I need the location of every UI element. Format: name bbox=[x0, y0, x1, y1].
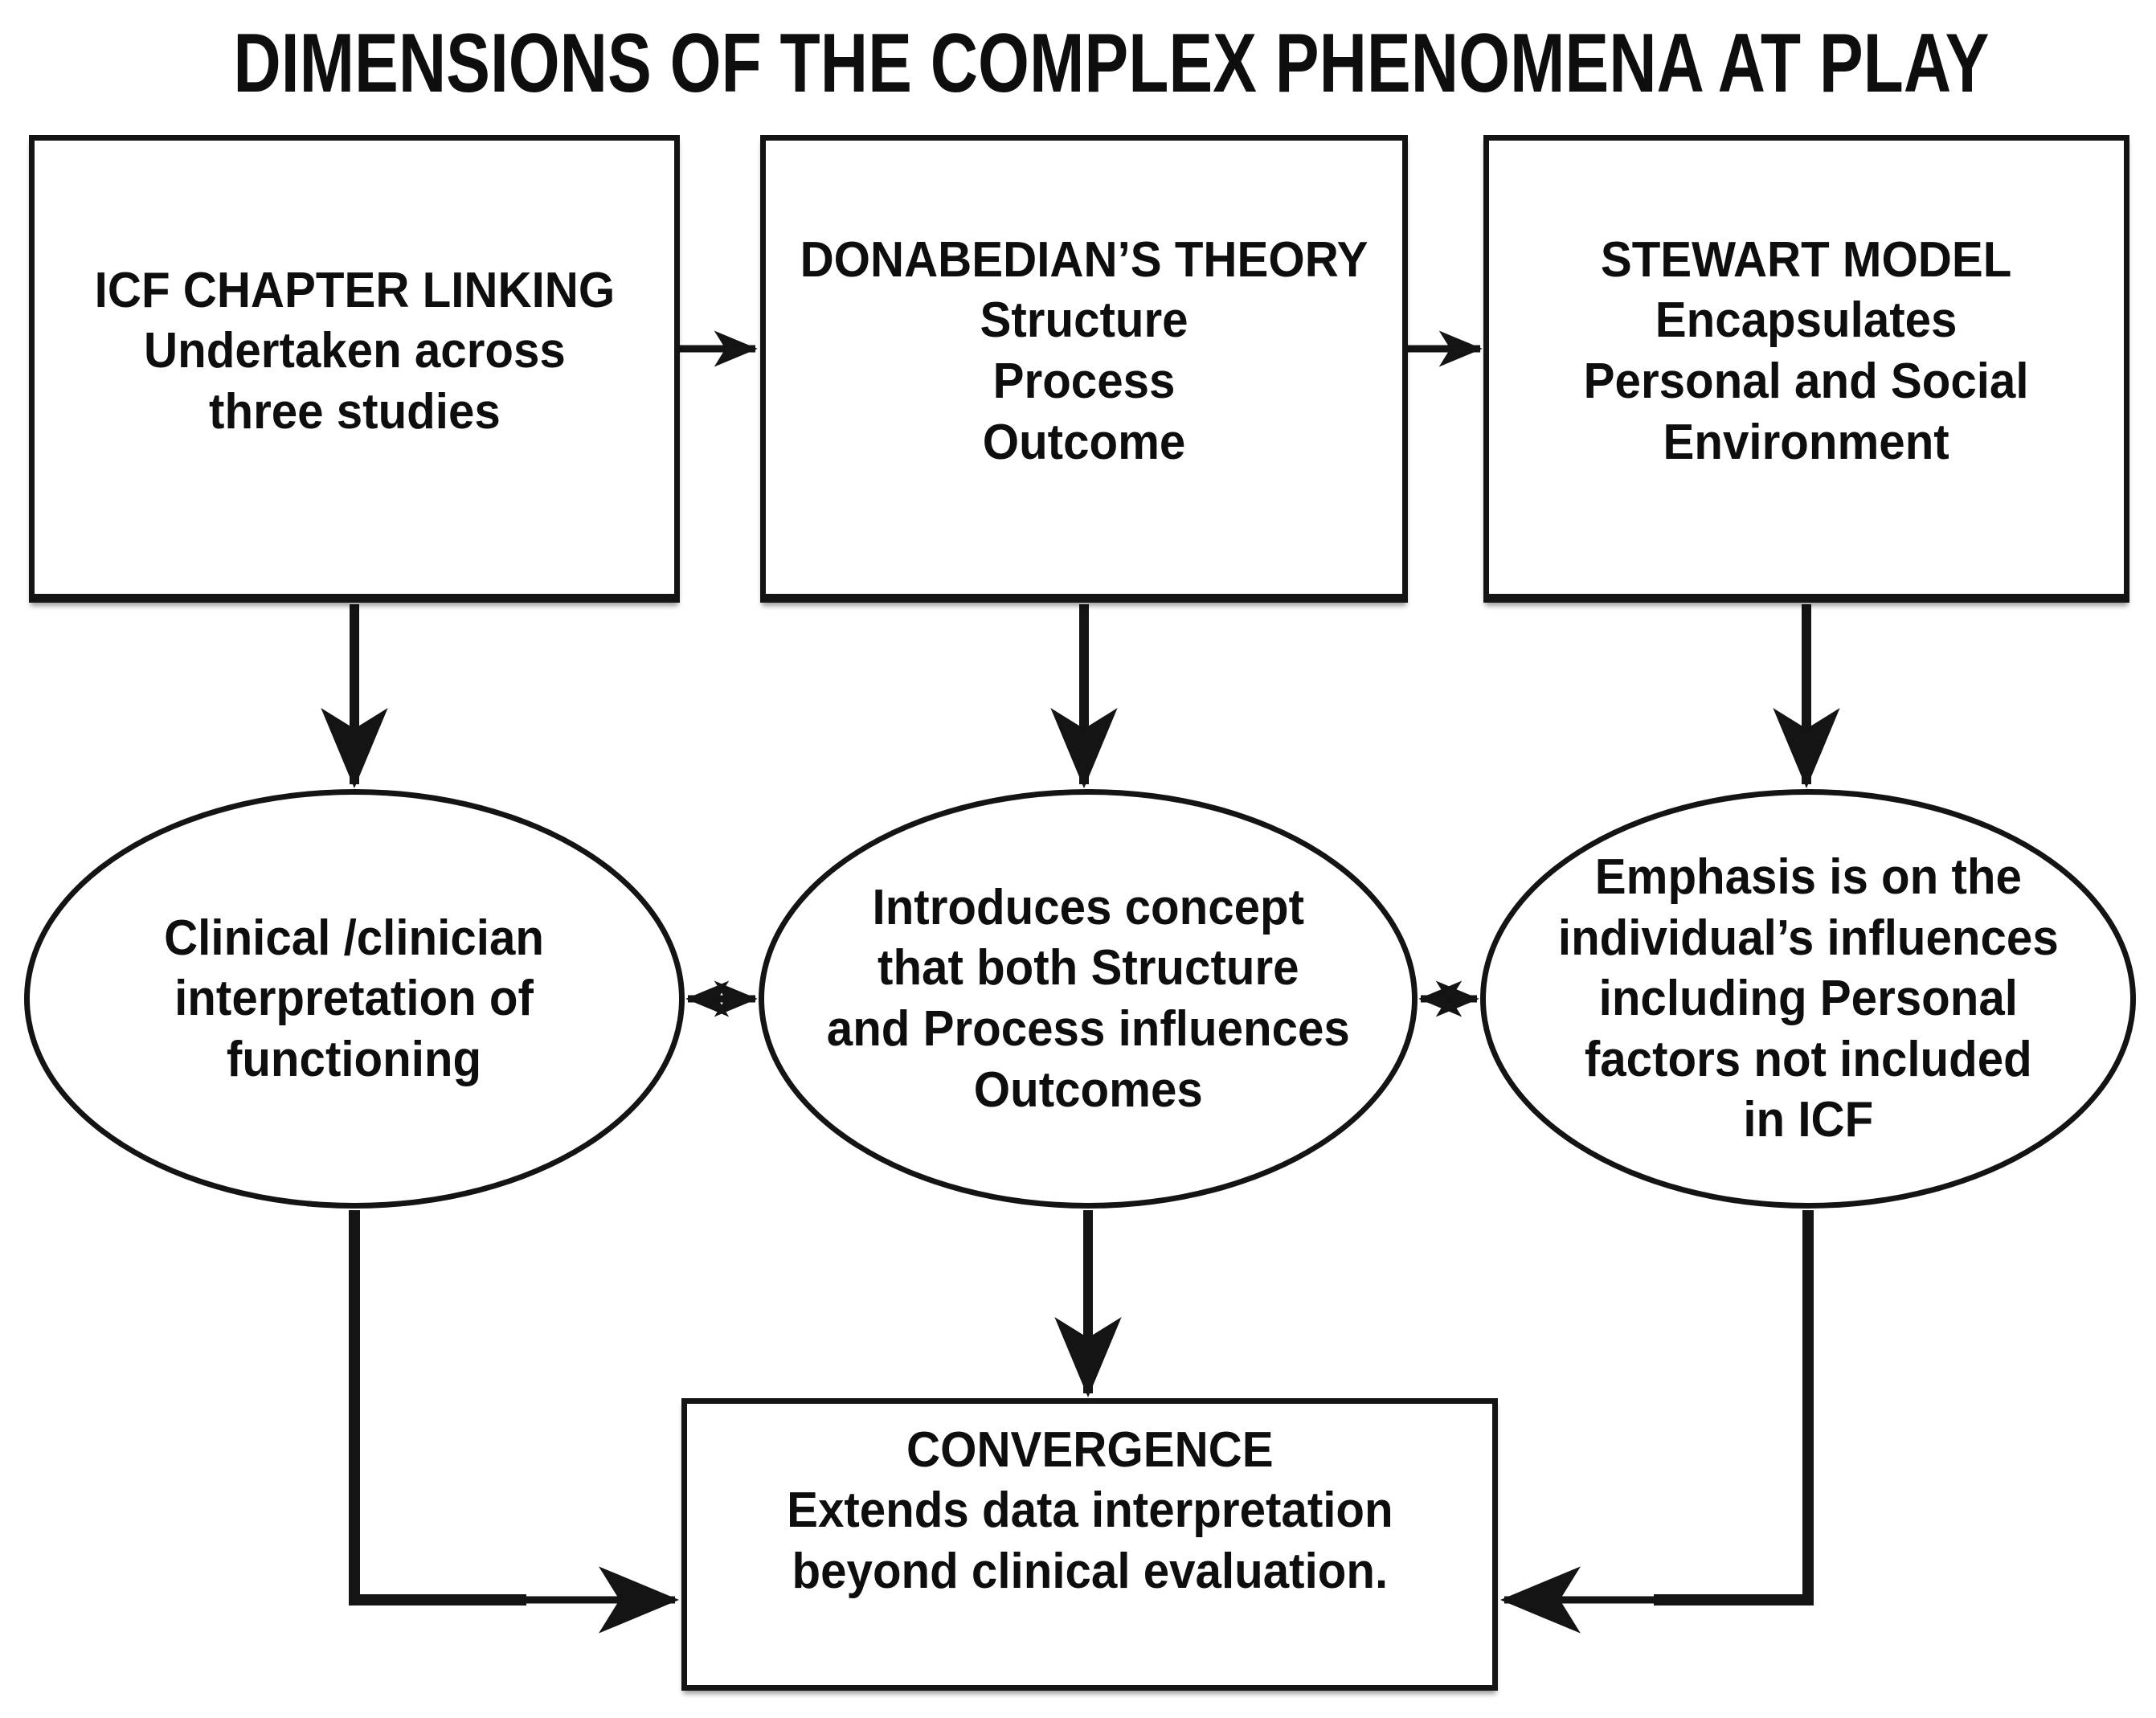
ellipse-introduces-line1: Introduces concept bbox=[872, 879, 1304, 935]
box-convergence-text: CONVERGENCE Extends data interpretation … bbox=[787, 1420, 1393, 1602]
box-donabedian-text: DONABEDIAN’S THEORY Structure Process Ou… bbox=[800, 230, 1368, 473]
elbow-clinical-to-convergence bbox=[349, 1210, 526, 1606]
box-donabedian-line4: Outcome bbox=[982, 414, 1186, 470]
box-donabedian-line2: Structure bbox=[980, 292, 1188, 349]
ellipse-clinical-interpretation: Clinical /clinician interpretation of fu… bbox=[24, 789, 685, 1209]
box-convergence: CONVERGENCE Extends data interpretation … bbox=[681, 1398, 1498, 1691]
ellipse-introduces-line4: Outcomes bbox=[973, 1061, 1203, 1118]
box-stewart-line1: STEWART MODEL bbox=[1601, 231, 2012, 288]
box-stewart-model: STEWART MODEL Encapsulates Personal and … bbox=[1483, 135, 2129, 603]
box-icf-line1: ICF CHAPTER LINKING bbox=[94, 262, 615, 318]
ellipse-emphasis-line3: including Personal bbox=[1598, 971, 2018, 1027]
ellipse-emphasis-line1: Emphasis is on the bbox=[1594, 849, 2022, 905]
box-stewart-line4: Environment bbox=[1663, 414, 1950, 470]
box-convergence-line3: beyond clinical evaluation. bbox=[792, 1543, 1388, 1599]
box-icf-chapter-linking: ICF CHAPTER LINKING Undertaken across th… bbox=[29, 135, 680, 603]
box-donabedian-line3: Process bbox=[992, 354, 1176, 409]
ellipse-introduces-line3: and Process influences bbox=[826, 1001, 1350, 1057]
ellipse-clinical-line3: functioning bbox=[227, 1031, 482, 1087]
diagram-title: DIMENSIONS OF THE COMPLEX PHENOMENA AT P… bbox=[0, 11, 2156, 116]
box-icf-text: ICF CHAPTER LINKING Undertaken across th… bbox=[94, 260, 615, 443]
diagram-title-text: DIMENSIONS OF THE COMPLEX PHENOMENA AT P… bbox=[233, 17, 1990, 110]
box-stewart-text: STEWART MODEL Encapsulates Personal and … bbox=[1584, 230, 2029, 473]
box-stewart-line2: Encapsulates bbox=[1655, 292, 1958, 349]
box-convergence-line1: CONVERGENCE bbox=[906, 1421, 1274, 1478]
ellipse-emphasis-line2: individual’s influences bbox=[1557, 910, 2059, 966]
ellipse-clinical-text: Clinical /clinician interpretation of fu… bbox=[165, 908, 545, 1090]
box-convergence-line2: Extends data interpretation bbox=[786, 1483, 1393, 1539]
ellipse-clinical-line1: Clinical /clinician bbox=[164, 910, 545, 966]
ellipse-introduces-line2: that both Structure bbox=[877, 940, 1299, 996]
box-donabedian-line1: DONABEDIAN’S THEORY bbox=[800, 231, 1368, 288]
ellipse-emphasis-text: Emphasis is on the individual’s influenc… bbox=[1558, 847, 2059, 1151]
ellipse-emphasis-line4: factors not included bbox=[1584, 1031, 2032, 1087]
box-stewart-line3: Personal and Social bbox=[1584, 354, 2029, 409]
elbow-emphasis-to-convergence bbox=[1654, 1210, 1814, 1606]
ellipse-introduces-concept: Introduces concept that both Structure a… bbox=[759, 789, 1418, 1209]
ellipse-clinical-line2: interpretation of bbox=[174, 971, 534, 1027]
box-icf-line2: Undertaken across bbox=[143, 323, 566, 379]
box-icf-line3: three studies bbox=[208, 383, 501, 440]
ellipse-emphasis-line5: in ICF bbox=[1743, 1092, 1873, 1148]
ellipse-introduces-text: Introduces concept that both Structure a… bbox=[826, 877, 1349, 1121]
ellipse-emphasis-individual: Emphasis is on the individual’s influenc… bbox=[1480, 789, 2136, 1209]
box-donabedians-theory: DONABEDIAN’S THEORY Structure Process Ou… bbox=[760, 135, 1408, 603]
